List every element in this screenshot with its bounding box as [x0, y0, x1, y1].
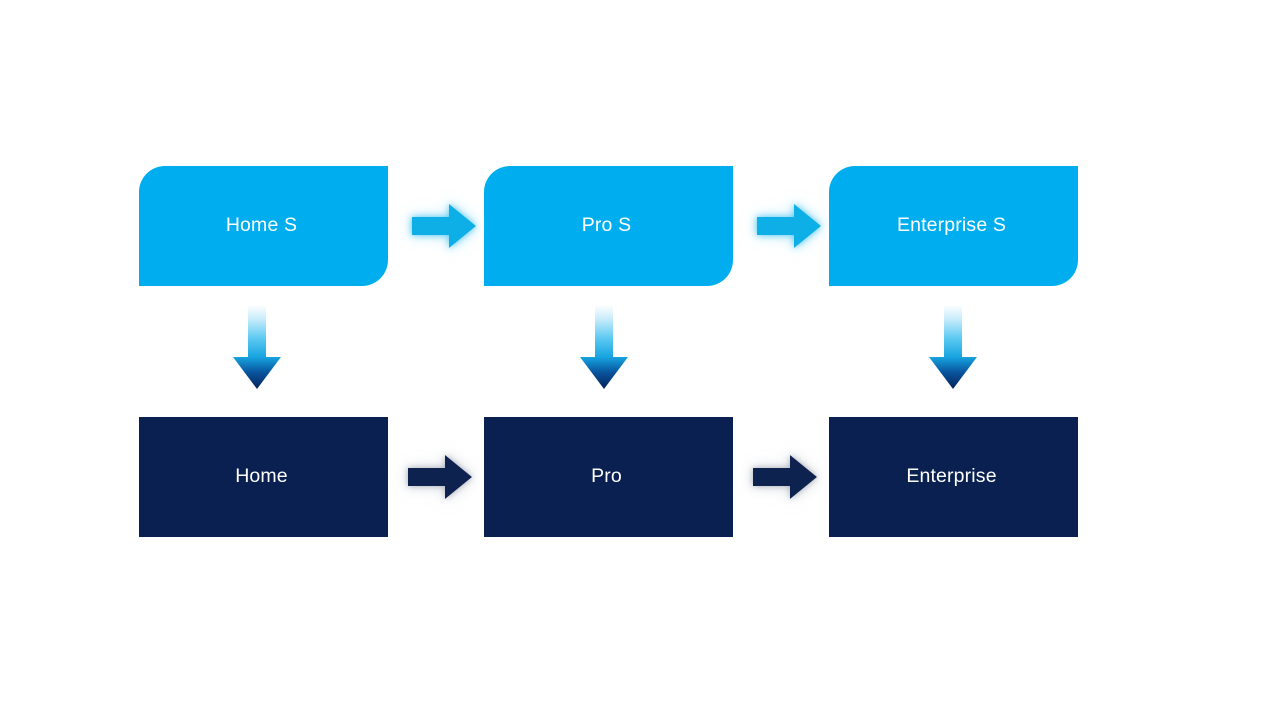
arrow-pro-to-enterprise-icon	[749, 449, 821, 505]
arrow-home-s-to-home-icon	[229, 305, 285, 391]
node-enterprise-s-label: Enterprise S	[896, 214, 1007, 237]
node-home-s[interactable]: Home S	[139, 166, 388, 286]
node-pro-label: Pro	[591, 465, 622, 488]
arrow-home-s-to-pro-s-icon	[408, 198, 480, 254]
arrow-home-to-pro-icon	[404, 449, 476, 505]
node-pro-s[interactable]: Pro S	[484, 166, 733, 286]
node-home[interactable]: Home	[139, 417, 388, 537]
node-pro[interactable]: Pro	[484, 417, 733, 537]
node-enterprise[interactable]: Enterprise	[829, 417, 1078, 537]
node-enterprise-label: Enterprise	[906, 465, 997, 488]
arrow-pro-s-to-enterprise-s-icon	[753, 198, 825, 254]
arrow-enterprise-s-to-enterprise-icon	[925, 305, 981, 391]
node-home-s-label: Home S	[225, 214, 298, 237]
node-home-label: Home	[235, 465, 288, 488]
arrow-pro-s-to-pro-icon	[576, 305, 632, 391]
node-pro-s-label: Pro S	[581, 214, 632, 237]
node-enterprise-s[interactable]: Enterprise S	[829, 166, 1078, 286]
